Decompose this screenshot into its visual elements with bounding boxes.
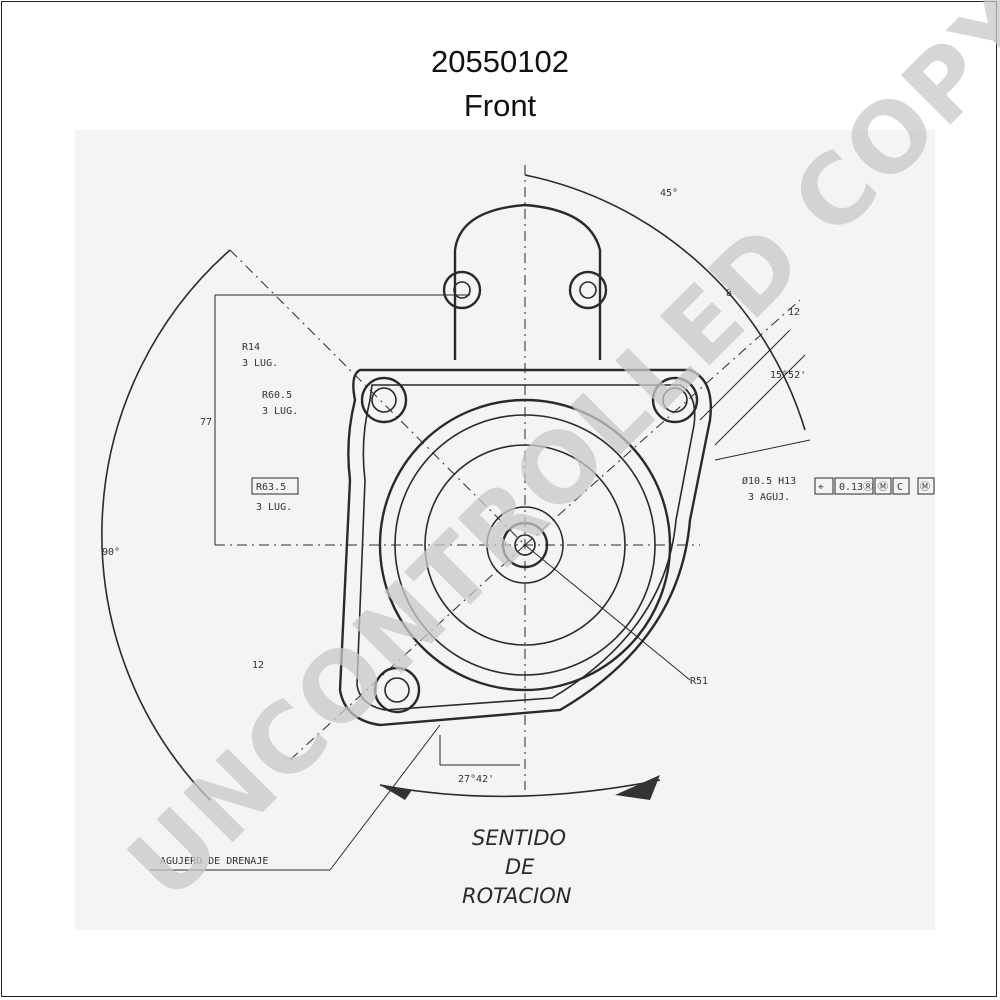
rotation-arc — [379, 779, 661, 798]
r60-label: R60.5 — [262, 390, 292, 401]
lug-hole-upper-right — [651, 376, 699, 424]
rotation-arrow-left — [380, 785, 412, 800]
gdt-tol-box — [834, 477, 874, 495]
diagonal-centerline-3 — [289, 544, 526, 761]
r63-box — [251, 477, 299, 495]
top-left-bolt-hole — [442, 270, 482, 310]
pilot-circle — [424, 444, 626, 646]
dim-8-label: 8 — [726, 288, 732, 299]
dim-12-line — [714, 354, 806, 446]
lug-hole-lower-left — [373, 666, 421, 714]
r51-leader — [524, 544, 691, 681]
gdt-tol-label: 0.13Ⓡ — [839, 481, 873, 493]
rotation-line-2: DE — [505, 855, 535, 879]
r14-label: R14 — [242, 342, 260, 353]
r63-label: R63.5 — [256, 482, 286, 493]
dim-77-label: 77 — [200, 417, 212, 428]
rotation-line-1: SENTIDO — [472, 826, 566, 850]
shaft-circle — [514, 534, 536, 556]
top-right-bolt-hole-inner — [579, 281, 597, 299]
gdt-extra-box — [917, 477, 935, 495]
drain-label: AGUJERO DE DRENAJE — [160, 856, 268, 867]
part-number-title: 20550102 — [431, 44, 569, 79]
angle-top-label: 45° — [660, 188, 678, 199]
r60-sub-label: 3 LUG. — [262, 406, 298, 417]
housing-ring-circle — [394, 414, 656, 676]
pinion-circle — [501, 521, 549, 569]
rotation-line-3: ROTACION — [462, 884, 572, 908]
gdt-m-box — [874, 477, 892, 495]
hole-spec-label: Ø10.5 H13 — [742, 475, 796, 487]
top-left-bolt-hole-inner — [453, 281, 471, 299]
gdt-m-label: Ⓜ — [878, 481, 888, 493]
nose-circle — [486, 506, 564, 584]
top-mount-ear — [453, 203, 602, 360]
diagonal-centerline-2 — [524, 299, 801, 546]
gdt-position-symbol: ⌖ — [818, 482, 824, 493]
drain-leader — [329, 724, 441, 871]
flange-inner-outline — [356, 384, 696, 711]
top-angle-arc — [524, 174, 806, 431]
gdt-c-box — [892, 477, 910, 495]
hole-leader-line — [714, 439, 811, 461]
view-label: Front — [463, 88, 537, 123]
housing-outer-circle — [378, 398, 672, 692]
rotation-arrow-right — [615, 775, 660, 800]
gdt-position-box — [814, 477, 834, 495]
lug-hole-upper-right-inner — [662, 387, 688, 413]
r63-sub-label: 3 LUG. — [256, 502, 292, 513]
lug-hole-upper-left-inner — [371, 387, 397, 413]
outer-angle-arc — [101, 249, 231, 801]
dim-12-bottom-label: 12 — [252, 660, 264, 671]
gdt-extra-label: Ⓜ — [920, 481, 930, 493]
r51-label: R51 — [690, 676, 708, 687]
hole-sub-label: 3 AGUJ. — [748, 492, 790, 503]
angle-90-label: 90° — [102, 547, 120, 558]
lug-hole-lower-left-inner — [384, 677, 410, 703]
angle-right-label: 15°52' — [770, 370, 806, 381]
top-right-bolt-hole — [568, 270, 608, 310]
diagonal-centerline-1 — [229, 249, 526, 546]
r14-sub-label: 3 LUG. — [242, 358, 278, 369]
dim-8-line — [699, 329, 791, 421]
dim-12-top-label: 12 — [788, 307, 800, 318]
angle-bottom-label: 27°42' — [458, 774, 494, 785]
flange-outline — [338, 368, 712, 727]
lug-hole-upper-left — [360, 376, 408, 424]
gdt-c-label: C — [897, 482, 903, 493]
